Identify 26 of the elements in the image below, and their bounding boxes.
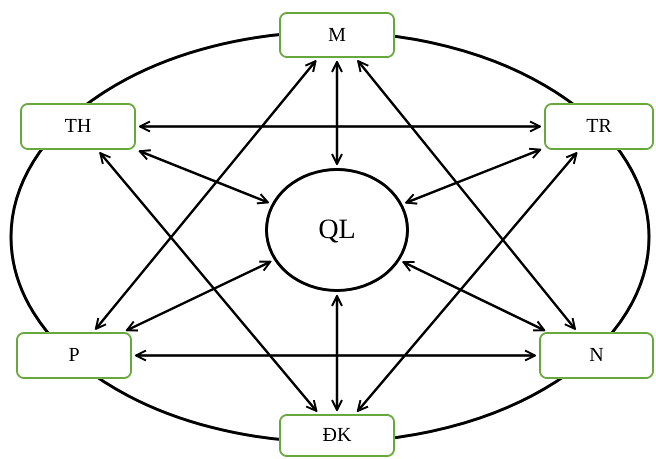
rounded-box xyxy=(279,12,395,58)
node-label: TH xyxy=(64,115,92,138)
double-arrow xyxy=(357,60,576,330)
double-arrow xyxy=(99,152,318,412)
double-arrow xyxy=(405,148,542,205)
rounded-box xyxy=(544,103,654,150)
double-arrow xyxy=(135,350,536,362)
double-arrow xyxy=(139,120,541,132)
rounded-box xyxy=(16,332,132,379)
rounded-box xyxy=(539,332,654,379)
node-label: QL xyxy=(318,214,356,246)
node-label: N xyxy=(589,344,604,367)
node-label: ĐK xyxy=(322,424,352,447)
central-ellipse xyxy=(265,168,409,292)
double-arrow xyxy=(94,60,317,330)
rounded-box xyxy=(20,103,136,150)
rounded-box xyxy=(279,414,395,457)
double-arrow xyxy=(331,61,343,165)
double-arrow xyxy=(356,152,578,412)
node-label: P xyxy=(68,344,80,367)
double-arrow xyxy=(138,149,269,204)
node-label: TR xyxy=(586,115,612,138)
double-arrow xyxy=(331,295,343,411)
double-arrow xyxy=(126,260,272,332)
double-arrow xyxy=(402,260,546,332)
node-label: M xyxy=(328,24,346,46)
